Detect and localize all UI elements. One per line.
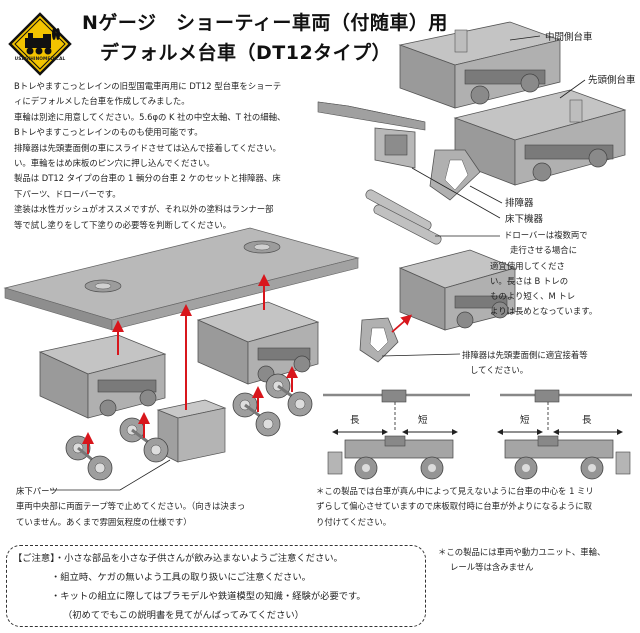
description-line: ィにデフォルメした台車を作成してみました。 <box>14 96 190 107</box>
note-line: ものより短く、M トレ <box>490 291 576 302</box>
drawbar-note: ドローバーは複数両で 走行させる場合に 適宜使用してくださ い。長さは B トレ… <box>490 228 597 320</box>
description-line: 製品は DT12 タイプの台車の 1 輌分の台車 2 ケのセットと排障器、床 <box>14 173 281 184</box>
leader-line <box>469 185 503 204</box>
underfloor-equipment-drawing <box>317 101 426 169</box>
lead-bogie-drawing <box>453 89 627 186</box>
center-offset-note: ＊この製品では台車が真ん中によって見えないように台車の中心を 1 ミリ ずらして… <box>316 484 594 530</box>
leader-line <box>559 79 586 99</box>
note-line: してください。 <box>470 365 529 376</box>
assembly-arrow <box>391 314 413 333</box>
note-line: り付けてください。 <box>316 516 392 527</box>
underfloor-parts-note: 床下パーツ 車両中央部に両面テープ等で止めてください。（向きは決まっ ていません… <box>16 484 245 530</box>
description-line: 排障器は先頭妻面側の車にスライドさせては込んで接着してください。 <box>14 142 281 153</box>
note-line: よりは長めとなっています。 <box>490 306 598 317</box>
description-line: い。車輪をはめ床板のピン穴に押し込んでください。 <box>14 158 215 169</box>
leader-line <box>411 167 501 219</box>
label-underfloor-equipment: 床下機器 <box>505 214 544 225</box>
note-line: い。長さは B トレの <box>490 275 569 286</box>
leader-line <box>119 459 171 491</box>
excluded-items-note: ＊この製品には車両や動力ユニット、車輪、 レール等は含みません <box>438 545 605 576</box>
note-line: 車両中央部に両面テープ等で止めてください。（向きは決まっ <box>16 501 246 512</box>
leader-line <box>509 35 541 41</box>
note-line: ずらして偏心させていますので床板取付時に台車が外よりになるように取 <box>316 501 592 512</box>
caution-box: 【ご注意】・小さな部品を小さな子供さんが飲み込まないようご注意ください。 ・組立… <box>6 545 426 627</box>
note-line: ドローバーは複数両で <box>504 230 588 240</box>
note-line: 適宜使用してくださ <box>490 260 565 271</box>
caution-line: （初めてでもこの説明書を見てがんばってみてください） <box>63 610 304 621</box>
note-line: 排障器は先頭妻面側に適宜接着等 <box>462 350 588 360</box>
caution-line: ・キットの組立に際してはプラモデルや鉄道模型の知識・経験が必要です。 <box>51 591 366 602</box>
label-middle-bogie: 中間側台車 <box>545 32 593 43</box>
label-short-left: 短 <box>418 415 428 426</box>
logo-text: USAGIHINOMEDICAL <box>14 57 66 62</box>
brand-logo: USAGIHINOMEDICAL <box>8 12 72 76</box>
description-line: 下パーツ、ドローバーです。 <box>14 188 121 199</box>
page-title-line1: Nゲージ ショーティー車両（付随車）用 <box>82 12 448 34</box>
caution-line: 【ご注意】・小さな部品を小さな子供さんが飲み込まないようご注意ください。 <box>13 553 343 564</box>
description-line: 等で試し塗りをして下塗りの必要等を判断してください。 <box>14 219 231 230</box>
description-line: Bトレやますこっとレインの旧型国電車両用に DT12 型台車をショーテ <box>14 81 282 91</box>
page-title-line2: デフォルメ台車（DT12タイプ） <box>100 42 392 64</box>
caution-line: ・組立時、ケガの無いよう工具の取り扱いにご注意ください。 <box>51 572 311 583</box>
deflector-drawing <box>429 149 481 201</box>
floor-plate-drawing <box>3 227 360 331</box>
description-line: 車輪は別途に用意してください。5.6φの K 社の中空太軸、T 社の細軸、 <box>14 111 286 122</box>
label-long-right: 長 <box>582 415 592 426</box>
label-long-left: 長 <box>350 415 360 426</box>
note-line: 床下パーツ <box>16 486 58 496</box>
assembly-arrows <box>82 274 298 454</box>
bogie-with-deflector-drawing <box>359 249 517 363</box>
label-short-right: 短 <box>520 415 530 426</box>
product-description: Bトレやますこっとレインの旧型国電車両用に DT12 型台車をショーテ ィにデフ… <box>14 79 319 233</box>
label-lead-bogie: 先頭側台車 <box>588 75 636 86</box>
logo-diamond-icon <box>8 12 72 76</box>
left-bogie-drawing <box>38 334 167 419</box>
note-line: ＊この製品では台車が真ん中によって見えないように台車の中心を 1 ミリ <box>316 486 594 496</box>
drawbar-drawing <box>365 189 442 245</box>
note-line: ていません。あくまで雰囲気程度の仕様です） <box>16 516 192 527</box>
note-line: 走行させる場合に <box>510 245 577 256</box>
right-bogie-drawing <box>196 301 320 385</box>
side-view-right <box>497 389 632 480</box>
description-line: Bトレやますこっとレインのものも使用可能です。 <box>14 127 203 138</box>
leader-line <box>381 353 461 357</box>
middle-bogie-drawing <box>398 21 562 109</box>
note-line: レール等は含みません <box>450 562 534 573</box>
note-line: ＊この製品には車両や動力ユニット、車輪、 <box>438 547 606 557</box>
label-obstacle-deflector: 排障器 <box>505 198 534 209</box>
side-view-left <box>323 389 470 480</box>
deflector-note: 排障器は先頭妻面側に適宜接着等 してください。 <box>462 348 588 379</box>
description-line: 塗装は水性ガッシュがオススメですが、それ以外の塗料はランナー部 <box>14 204 274 215</box>
